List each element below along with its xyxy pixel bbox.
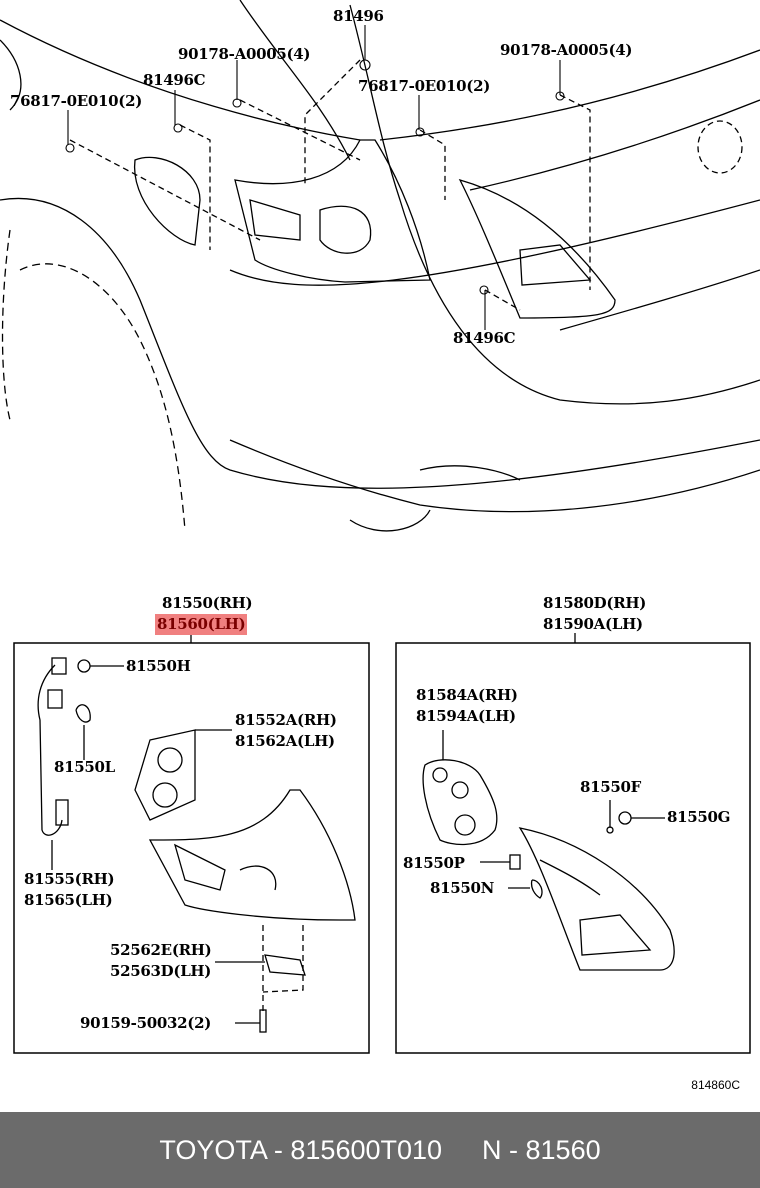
label-52562e: 52562E(RH) [110, 941, 212, 959]
left-box-title-rh: 81550(RH) [162, 594, 253, 612]
label-76817-left: 76817-0E010(2) [10, 92, 143, 110]
label-81550h: 81550H [126, 657, 191, 675]
label-81496c-top: 81496C [143, 71, 206, 89]
label-81550l: 81550L [54, 758, 115, 776]
footer-bar: TOYOTA - 815600T010 N - 81560 [0, 1112, 760, 1188]
footer-part-number: TOYOTA - 815600T010 [159, 1134, 443, 1165]
left-box-title-lh-highlighted: 81560(LH) [155, 614, 248, 635]
label-81550g: 81550G [667, 808, 731, 826]
label-81550n: 81550N [430, 879, 495, 897]
label-90159: 90159-50032(2) [80, 1014, 212, 1032]
right-box-title-lh: 81590A(LH) [543, 615, 643, 633]
label-81584a: 81584A(RH) [416, 686, 518, 704]
label-52563d: 52563D(LH) [110, 962, 212, 980]
right-box-title-rh: 81580D(RH) [543, 594, 647, 612]
diagram-illustration [0, 0, 760, 1054]
illustration-code: 814860C [691, 1078, 740, 1092]
footer-ref: N - 81560 [482, 1134, 601, 1165]
label-81555: 81555(RH) [24, 870, 115, 888]
label-81496: 81496 [333, 7, 384, 25]
label-76817-right: 76817-0E010(2) [358, 77, 491, 95]
label-81565: 81565(LH) [24, 891, 113, 909]
label-81562a: 81562A(LH) [235, 732, 335, 750]
label-81550p: 81550P [403, 854, 465, 872]
label-81594a: 81594A(LH) [416, 707, 516, 725]
label-90178-right: 90178-A0005(4) [500, 41, 633, 59]
label-81496c-bottom: 81496C [453, 329, 516, 347]
label-90178-left: 90178-A0005(4) [178, 45, 311, 63]
label-81552a: 81552A(RH) [235, 711, 337, 729]
label-81550f: 81550F [580, 778, 642, 796]
